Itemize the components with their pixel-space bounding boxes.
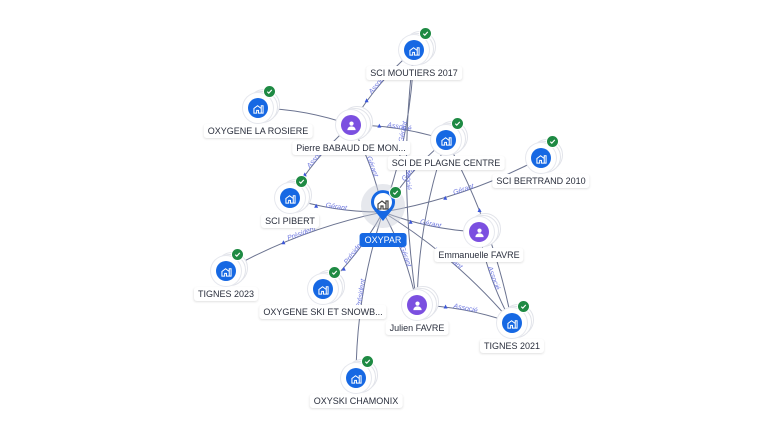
node-label[interactable]: Julien FAVRE (385, 321, 449, 335)
node-circle[interactable] (431, 125, 461, 155)
node-circle[interactable] (341, 363, 371, 393)
node-circle[interactable] (211, 256, 241, 286)
building-icon (502, 313, 522, 333)
edge-arrow-icon (477, 208, 482, 213)
node-label[interactable]: OXYSKI CHAMONIX (309, 394, 403, 408)
edge-label: Associé (485, 265, 500, 291)
verified-check-icon (546, 135, 559, 148)
verified-check-icon (517, 300, 530, 313)
edge-arrow-icon (364, 98, 369, 103)
edge-label: Président (356, 277, 368, 308)
building-icon (216, 261, 236, 281)
node-label[interactable]: SCI BERTRAND 2010 (492, 174, 590, 188)
node-label[interactable]: SCI DE PLAGNE CENTRE (387, 156, 505, 170)
edge-center-tignes2021 (382, 211, 513, 324)
edge-label: Gérant (365, 155, 379, 178)
center-node-label[interactable]: OXYPAR (359, 233, 407, 247)
verified-check-icon (361, 355, 374, 368)
node-circle[interactable] (275, 183, 305, 213)
node-circle[interactable] (243, 93, 273, 123)
building-icon (436, 130, 456, 150)
edge-label: Gérant (398, 120, 409, 143)
node-label[interactable]: SCI PIBERT (261, 214, 319, 228)
edge-arrow-icon (314, 203, 319, 208)
node-circle[interactable] (464, 217, 494, 247)
edge-center-bertrand (382, 157, 542, 213)
node-label[interactable]: TIGNES 2023 (193, 287, 259, 301)
edge-arrow-icon (281, 240, 286, 245)
node-label[interactable]: SCI MOUTIERS 2017 (366, 66, 462, 80)
verified-check-icon (295, 175, 308, 188)
node-circle[interactable] (526, 143, 556, 173)
node-label[interactable]: Emmanuelle FAVRE (434, 248, 524, 262)
person-icon (469, 222, 489, 242)
verified-check-icon (263, 85, 276, 98)
edge-center-chamonix (355, 211, 384, 379)
building-icon (531, 148, 551, 168)
node-circle[interactable] (402, 290, 432, 320)
node-label[interactable]: TIGNES 2021 (479, 339, 545, 353)
building-icon (346, 368, 366, 388)
node-label[interactable]: OXYGENE LA ROSIERE (203, 124, 313, 138)
building-icon (377, 197, 389, 215)
edge-label: Associé (386, 122, 412, 133)
building-icon (404, 40, 424, 60)
verified-check-icon (389, 186, 402, 199)
verified-check-icon (231, 248, 244, 261)
node-label[interactable]: Pierre BABAUD DE MON... (292, 141, 410, 155)
edge-label: Associé (452, 303, 478, 315)
node-circle[interactable] (497, 308, 527, 338)
node-circle[interactable] (308, 274, 338, 304)
building-icon (280, 188, 300, 208)
verified-check-icon (451, 117, 464, 130)
edge-label: Gérant (419, 219, 442, 230)
verified-check-icon (419, 27, 432, 40)
person-icon (407, 295, 427, 315)
node-circle[interactable] (399, 35, 429, 65)
edge-arrow-icon (341, 266, 346, 271)
edge-label: Gérant (325, 202, 348, 212)
edge-arrow-icon (408, 219, 413, 224)
node-label[interactable]: OXYGENE SKI ET SNOWB... (259, 305, 387, 319)
person-icon (341, 115, 361, 135)
edge-arrow-icon (443, 195, 448, 200)
node-circle[interactable] (336, 110, 366, 140)
building-icon (313, 279, 333, 299)
edge-arrow-icon (443, 304, 448, 309)
edge-julien-moutiers (405, 49, 418, 306)
edge-label: Associé (404, 164, 411, 190)
verified-check-icon (328, 266, 341, 279)
edge-arrow-icon (377, 123, 382, 128)
building-icon (248, 98, 268, 118)
